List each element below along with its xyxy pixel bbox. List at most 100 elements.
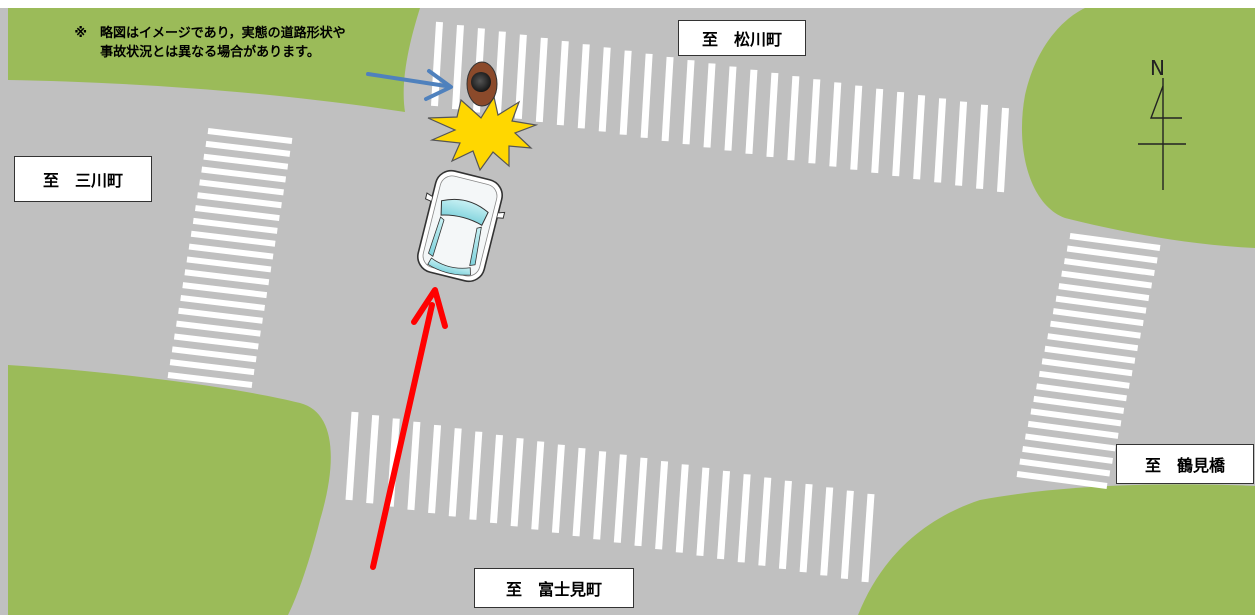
crosswalk-stripe — [1044, 345, 1136, 364]
crosswalk-stripe — [195, 205, 280, 222]
crosswalk-stripe — [207, 128, 293, 144]
compass-north-letter: N — [1150, 56, 1165, 80]
crosswalk-stripe — [167, 372, 253, 388]
grass-northwest — [8, 8, 420, 112]
crosswalk-stripe — [934, 98, 947, 183]
crosswalk-stripe — [1069, 233, 1161, 251]
crosswalk-stripe — [799, 483, 813, 573]
crosswalk-stripe — [1050, 320, 1141, 339]
collision-burst-icon — [427, 95, 539, 172]
crosswalk-stripe — [1033, 395, 1125, 414]
direction-label-west: 至 三川町 — [14, 156, 152, 202]
crosswalk-stripe — [640, 53, 653, 139]
crosswalk-stripe — [892, 91, 905, 177]
direction-label-east: 至 鶴見橋 — [1116, 444, 1254, 484]
crosswalk-stripe — [577, 44, 590, 129]
crosswalk-stripe — [1041, 358, 1133, 377]
north-arrow-icon — [1138, 78, 1186, 190]
crosswalk-stripe — [829, 82, 842, 167]
crosswalk-stripe — [205, 140, 291, 157]
crosswalk-stripe — [366, 415, 380, 504]
crosswalk-stripe — [724, 66, 737, 151]
disclaimer-note: ※ 略図はイメージであり，実態の道路形状や 事故状況とは異なる場合があります。 — [30, 24, 390, 62]
crosswalk-stripe — [1024, 433, 1116, 452]
crosswalk-stripe — [745, 69, 758, 154]
crosswalk-stripe — [703, 63, 716, 148]
crosswalk-stripe — [493, 31, 506, 116]
crosswalk-stripe — [180, 294, 265, 311]
crosswalk-stripe — [613, 454, 627, 543]
crosswalk-stripe — [696, 467, 710, 556]
crosswalk-stripe — [1047, 333, 1139, 352]
crosswalk-stripe — [407, 421, 421, 511]
crosswalk-stripe — [1036, 383, 1127, 402]
crosswalk-stripe — [176, 320, 261, 337]
crosswalk-stripe — [976, 104, 989, 190]
crosswalk-stripe — [182, 282, 268, 299]
crosswalk-stripe — [171, 346, 257, 363]
crosswalk-stripe — [489, 434, 503, 524]
crosswalk-stripe — [598, 47, 611, 132]
crosswalk-stripe — [184, 269, 270, 286]
crosswalk-stripe — [469, 431, 483, 520]
crosswalk-stripe — [197, 192, 282, 209]
crosswalk-stripe — [551, 444, 565, 534]
crosswalk-stripe — [1061, 270, 1153, 289]
crosswalk-stripe — [593, 451, 607, 540]
crosswalk-stripe — [531, 441, 545, 530]
vehicle-path-arrow — [370, 287, 448, 570]
crosswalk-stripe — [428, 424, 442, 514]
crosswalk-stripe — [955, 101, 968, 186]
crosswalk-stripe — [510, 438, 524, 527]
crosswalk-stripe — [199, 179, 284, 196]
crosswalk-stripe — [178, 307, 263, 324]
crosswalk-stripe — [451, 24, 464, 110]
pedestrian-icon — [466, 61, 498, 107]
crosswalk-stripe — [787, 75, 800, 161]
crosswalk-stripe — [1019, 458, 1111, 477]
crosswalk-stripe — [186, 256, 272, 273]
crosswalk-stripe — [1052, 308, 1144, 327]
crosswalk-stripe — [737, 474, 751, 563]
crosswalk-stripe — [758, 477, 772, 566]
disclaimer-line-1: ※ 略図はイメージであり，実態の道路形状や — [74, 26, 346, 41]
crosswalk-stripe — [1055, 295, 1147, 314]
crosswalk-stripe — [1027, 420, 1119, 439]
crosswalk-stripe — [190, 230, 276, 247]
grass-northeast — [1021, 8, 1255, 248]
crosswalk-stripe — [345, 411, 359, 501]
direction-label-north: 至 松川町 — [678, 20, 806, 56]
grass-southeast — [858, 484, 1255, 615]
crosswalk-stripe — [619, 50, 632, 135]
crosswalk-stripe — [188, 243, 274, 260]
crosswalk-stripe — [192, 217, 278, 234]
pedestrian-path-arrow — [366, 69, 453, 101]
direction-label-south: 至 富士見町 — [474, 568, 634, 608]
crosswalk-east — [1016, 233, 1161, 489]
crosswalk-stripe — [203, 153, 289, 170]
crosswalk-stripe — [1038, 370, 1130, 389]
crosswalk-north — [431, 21, 1009, 193]
crosswalk-south — [345, 411, 875, 583]
crosswalk-stripe — [1030, 408, 1122, 427]
crosswalk-stripe — [556, 40, 569, 126]
crosswalks — [167, 21, 1161, 583]
crosswalk-stripe — [572, 447, 586, 537]
crosswalk-stripe — [634, 457, 648, 547]
crosswalk-stripe — [861, 493, 875, 583]
crosswalk-stripe — [808, 79, 821, 164]
disclaimer-line-2: 事故状況とは異なる場合があります。 — [100, 45, 320, 60]
crosswalk-stripe — [840, 490, 854, 579]
crosswalk-stripe — [1016, 471, 1108, 489]
crosswalk-stripe — [201, 166, 287, 183]
crosswalk-stripe — [661, 56, 674, 142]
crosswalk-stripe — [675, 464, 689, 553]
crosswalk-stripe — [655, 460, 669, 550]
crosswalk-stripe — [169, 359, 255, 376]
crosswalk-stripe — [717, 470, 731, 560]
crosswalk-stripe — [1064, 258, 1155, 277]
crosswalk-stripe — [997, 107, 1009, 193]
crosswalk-stripe — [535, 37, 548, 123]
crosswalk-stripe — [1022, 445, 1113, 464]
